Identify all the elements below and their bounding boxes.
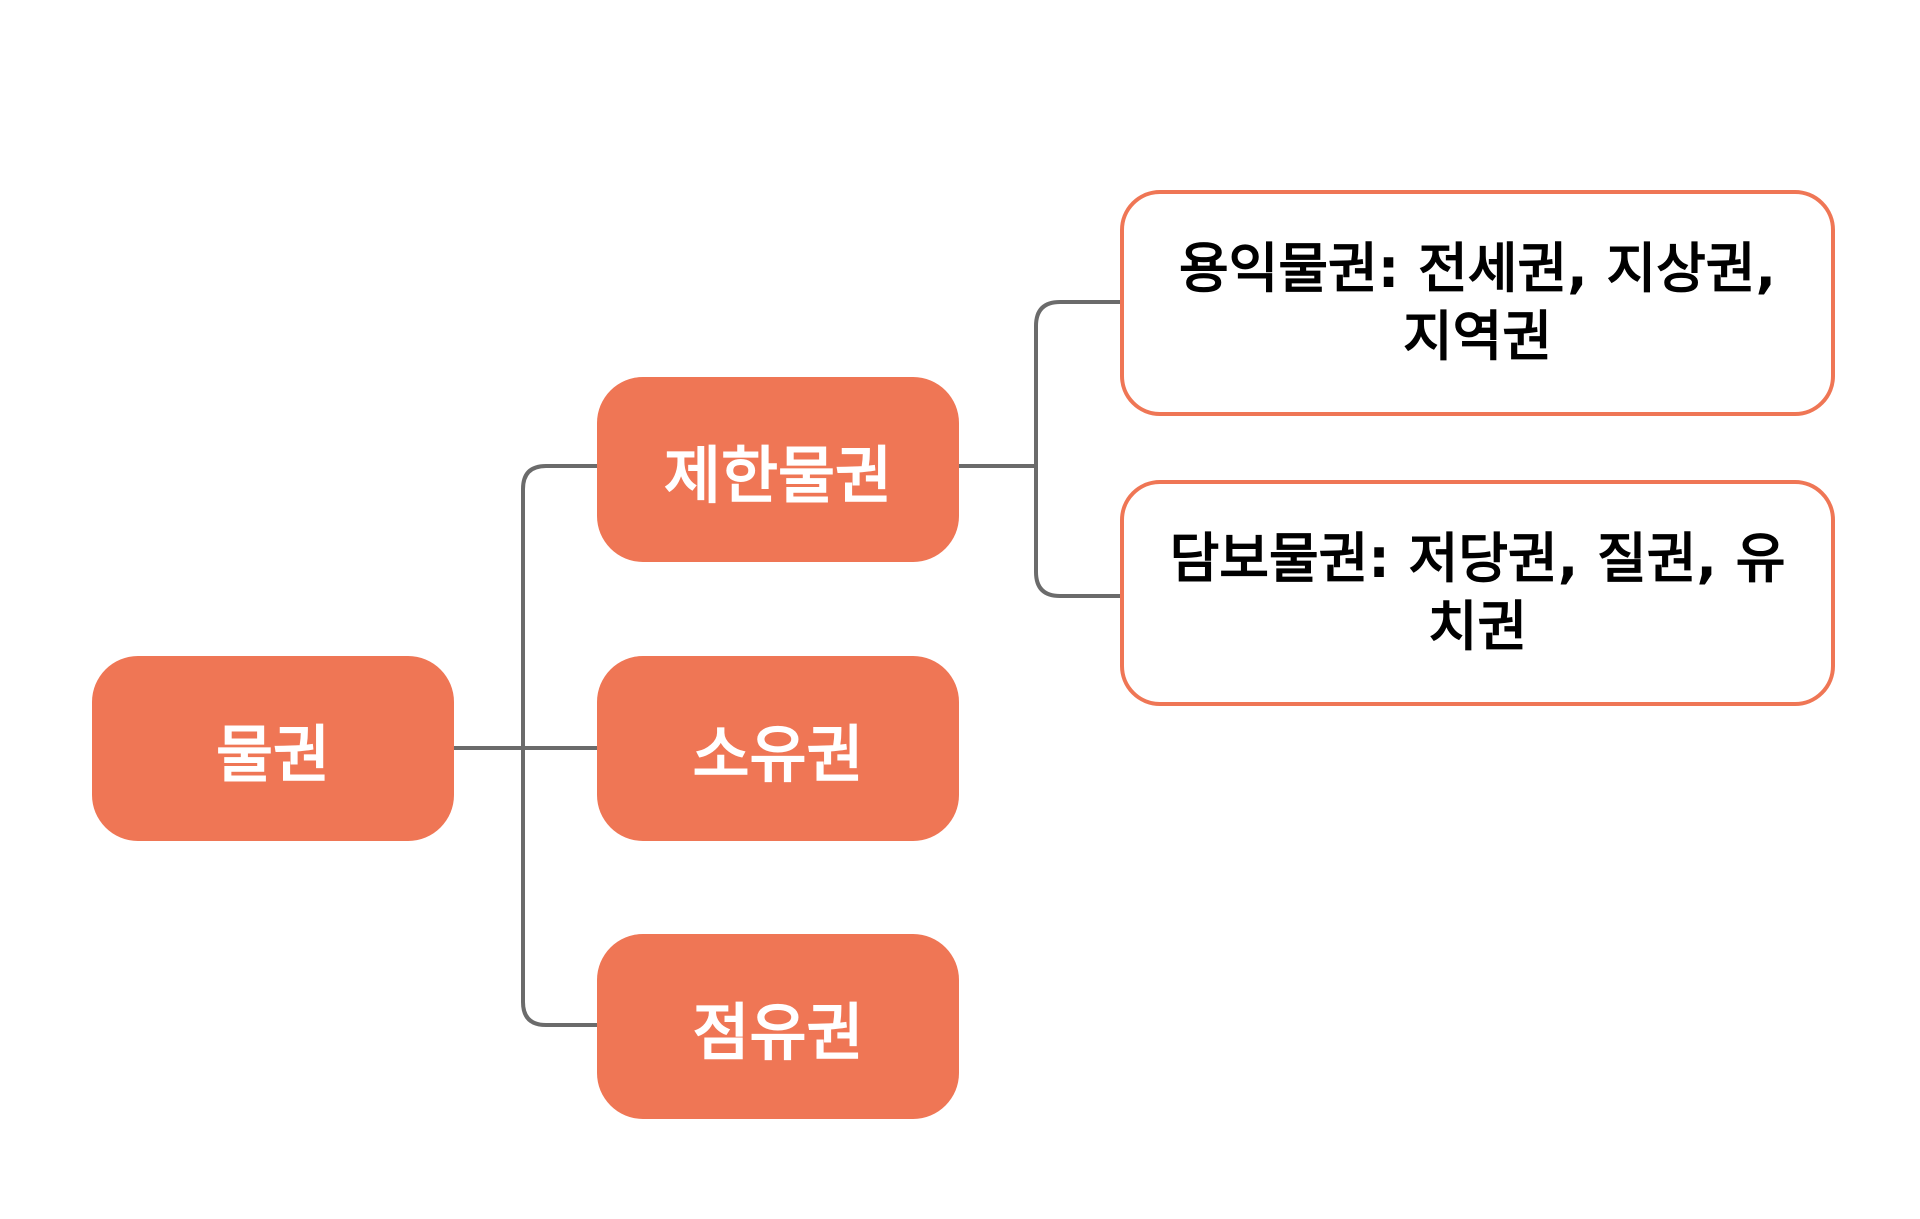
node-usufructuary-rights: 용익물권: 전세권, 지상권, 지역권 bbox=[1120, 190, 1835, 416]
node-possession-label: 점유권 bbox=[692, 995, 864, 1069]
node-real-rights: 물권 bbox=[92, 656, 454, 841]
node-security-rights: 담보물권: 저당권, 질권, 유치권 bbox=[1120, 480, 1835, 706]
node-real-rights-label: 물권 bbox=[215, 717, 331, 791]
node-security-rights-label: 담보물권: 저당권, 질권, 유치권 bbox=[1169, 527, 1786, 658]
connector-trunk bbox=[521, 464, 599, 1027]
node-limited-real-rights: 제한물권 bbox=[597, 377, 959, 562]
node-ownership-label: 소유권 bbox=[692, 717, 864, 791]
connector-subtrunk bbox=[1034, 300, 1122, 598]
node-usufructuary-rights-label: 용익물권: 전세권, 지상권, 지역권 bbox=[1178, 237, 1777, 368]
node-limited-real-rights-label: 제한물권 bbox=[663, 438, 893, 512]
node-possession: 점유권 bbox=[597, 934, 959, 1119]
node-ownership: 소유권 bbox=[597, 656, 959, 841]
